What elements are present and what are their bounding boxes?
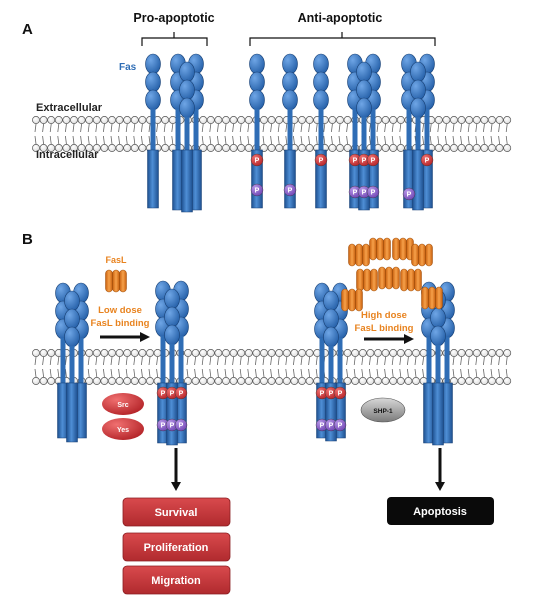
fasl-trimer-high-dose-0 — [348, 243, 370, 267]
fas-monomer-anti-2: P — [282, 53, 298, 209]
outcome-survival: Survival — [122, 497, 231, 527]
svg-text:P: P — [425, 158, 430, 165]
fas-low-dose-bound-phospho-5: P — [174, 418, 188, 432]
svg-text:Apoptosis: Apoptosis — [413, 506, 467, 518]
outcome-proliferation: Proliferation — [122, 532, 231, 562]
fas-trimer-pro — [170, 53, 204, 213]
svg-text:P: P — [255, 188, 260, 195]
svg-text:P: P — [170, 391, 175, 398]
svg-text:P: P — [362, 158, 367, 165]
svg-text:P: P — [288, 188, 293, 195]
svg-text:Src: Src — [117, 402, 128, 409]
low-dose-arrow — [100, 332, 150, 342]
fasl-label: FasL — [105, 255, 127, 265]
low-dose-label-line1: Low dose — [98, 305, 142, 316]
svg-text:P: P — [319, 158, 324, 165]
svg-text:P: P — [329, 391, 334, 398]
svg-text:P: P — [320, 391, 325, 398]
fasl-trimer-high-dose-1 — [369, 237, 391, 261]
svg-text:P: P — [371, 158, 376, 165]
fas-low-dose-bound-phospho-2: P — [174, 386, 188, 400]
svg-text:Yes: Yes — [117, 427, 129, 434]
fas-monomer-anti-1-phospho-0: P — [250, 153, 264, 167]
fas-high-dose-phospho-phospho-2: P — [333, 386, 347, 400]
high-dose-label-line2: FasL binding — [355, 323, 414, 334]
fas-trimer-anti-1-phospho-5: P — [366, 185, 380, 199]
svg-text:P: P — [353, 190, 358, 197]
fas-monomer-pro — [145, 53, 161, 209]
svg-text:P: P — [161, 391, 166, 398]
src-oval: Src — [102, 393, 144, 415]
svg-text:SHP-1: SHP-1 — [373, 408, 393, 415]
fas-high-dose-phospho-phospho-5: P — [333, 418, 347, 432]
fasl-trimer-high-dose-2 — [392, 237, 414, 261]
svg-text:P: P — [179, 423, 184, 430]
pro-apoptotic-bracket — [141, 32, 208, 46]
fasl-trimer-high-dose-7 — [341, 288, 363, 312]
fas-high-dose-bound — [421, 281, 455, 446]
svg-text:P: P — [161, 423, 166, 430]
fasl-trimer-high-dose-3 — [411, 243, 433, 267]
fas-monomer-anti-1: PP — [249, 53, 265, 209]
svg-text:Migration: Migration — [151, 575, 201, 587]
outcome-apoptosis: Apoptosis — [387, 497, 494, 525]
fasl-trimer-high-dose-5 — [378, 266, 400, 290]
svg-text:P: P — [329, 423, 334, 430]
low-dose-label-line2: FasL binding — [91, 318, 150, 329]
fas-monomer-anti-3: P — [313, 53, 329, 209]
survival-arrow — [171, 448, 181, 491]
intracellular-label: Intracellular — [36, 149, 99, 161]
svg-text:P: P — [320, 423, 325, 430]
fas-trimer-anti-1-phospho-2: P — [366, 153, 380, 167]
membrane-top — [32, 116, 512, 152]
svg-text:P: P — [371, 190, 376, 197]
anti-apoptotic-label: Anti-apoptotic — [298, 11, 383, 25]
fas-trimer-anti-2-phospho-1: P — [402, 187, 416, 201]
fas-monomer-anti-1-phospho-1: P — [250, 183, 264, 197]
outcome-migration: Migration — [122, 565, 231, 595]
fas-trimer-anti-2-phospho-0: P — [420, 153, 434, 167]
svg-text:Survival: Survival — [155, 507, 198, 519]
svg-text:P: P — [170, 423, 175, 430]
svg-text:P: P — [362, 190, 367, 197]
anti-apoptotic-bracket — [249, 32, 436, 46]
svg-text:P: P — [338, 423, 343, 430]
fasl-trimer-high-dose-4 — [356, 268, 378, 292]
shp1-oval: SHP-1 — [360, 397, 406, 423]
extracellular-label: Extracellular — [36, 102, 103, 114]
fas-trimer-anti-1-phospho-3: P — [348, 185, 362, 199]
yes-oval: Yes — [102, 418, 144, 440]
fasl-trimer-high-dose-8 — [421, 286, 443, 310]
svg-text:Proliferation: Proliferation — [144, 542, 209, 554]
high-dose-arrow — [364, 334, 414, 344]
svg-text:P: P — [338, 391, 343, 398]
fas-label: Fas — [119, 62, 137, 73]
fas-monomer-anti-3-phospho-0: P — [314, 153, 328, 167]
svg-text:P: P — [179, 391, 184, 398]
panel-b-letter: B — [22, 231, 33, 248]
pro-apoptotic-label: Pro-apoptotic — [133, 11, 214, 25]
panel-a-letter: A — [22, 21, 33, 38]
fasl-trimer-high-dose-6 — [400, 268, 422, 292]
fasl-trimer-low-dose — [105, 269, 127, 293]
svg-text:P: P — [255, 158, 260, 165]
high-dose-label-line1: High dose — [361, 310, 407, 321]
fas-monomer-anti-2-phospho-0: P — [283, 183, 297, 197]
fas-left-unbound — [55, 282, 89, 443]
svg-text:P: P — [407, 192, 412, 199]
svg-text:P: P — [353, 158, 358, 165]
fas-trimer-anti-2: PP — [401, 53, 435, 211]
apoptosis-arrow — [435, 448, 445, 491]
